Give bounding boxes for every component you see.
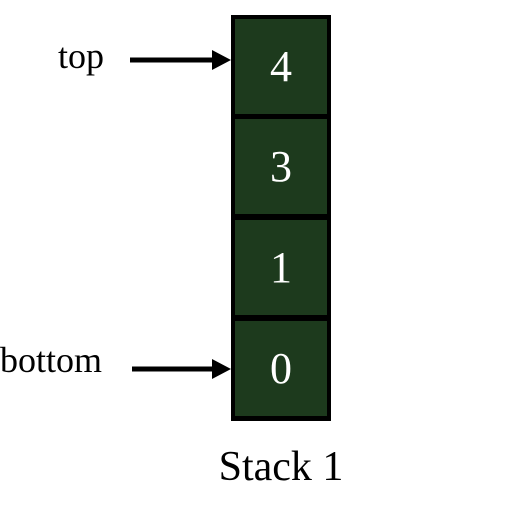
stack-cell-bottom: 0 [235,321,327,416]
stack-cell-value: 1 [270,243,292,292]
stack-cell-value: 4 [270,42,292,91]
stack-cell-top: 4 [235,19,327,114]
stack-cell-third: 1 [235,220,327,315]
bottom-pointer-label: bottom [0,340,103,380]
bottom-arrow-icon [132,359,231,379]
stack-cell-value: 3 [270,142,292,191]
stack-caption: Stack 1 [218,444,344,490]
stack-cell-value: 0 [270,344,292,393]
top-arrow-icon [130,50,231,70]
stack-container: 4 3 1 0 [231,15,331,421]
stack-cell-second: 3 [235,119,327,214]
top-pointer-label: top [58,36,105,76]
